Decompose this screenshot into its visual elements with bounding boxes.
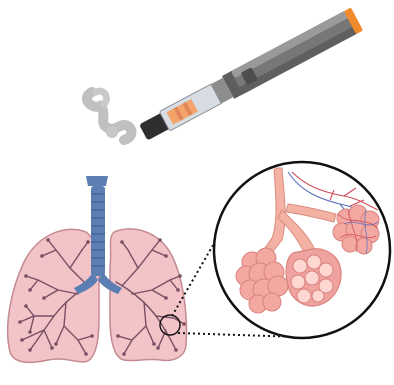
vapor-cloud-icon xyxy=(87,91,132,140)
lungs-icon xyxy=(8,176,187,362)
left-lung xyxy=(8,229,99,362)
alveoli-magnified xyxy=(214,162,390,338)
vape-pen-icon xyxy=(137,7,363,144)
right-lung xyxy=(110,229,186,361)
